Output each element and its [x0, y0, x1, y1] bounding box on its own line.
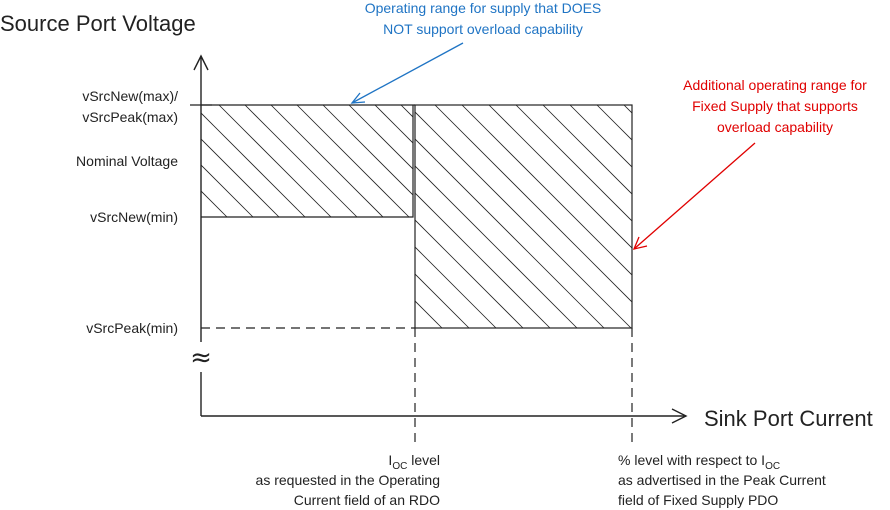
blue-arrow: [350, 42, 464, 104]
hatch-overload-region: [415, 105, 874, 328]
hatch-line: [415, 219, 524, 328]
hatch-line: [201, 112, 306, 217]
hatch-line: [488, 105, 632, 249]
hatch-line: [296, 105, 410, 217]
x-axis-arrowhead: [671, 408, 688, 424]
red-arrow: [632, 142, 756, 250]
label-vsrcnew-max: vSrcNew(max)/: [82, 88, 178, 104]
hatch-line: [374, 105, 413, 144]
hatch-line: [415, 165, 578, 328]
hatch-line: [569, 105, 632, 168]
note-overload-line2: Fixed Supply that supports: [692, 98, 858, 114]
axis-break-symbol: ≈: [190, 343, 212, 373]
peak-level-label: % level with respect to IOC: [618, 452, 780, 472]
ioc-level-description-1: as requested in the Operating: [256, 472, 440, 488]
hatch-line: [201, 164, 254, 217]
note-no-overload-line2: NOT support overload capability: [383, 21, 583, 37]
hatch-line: [542, 105, 632, 195]
note-no-overload-line1: Operating range for supply that DOES: [365, 0, 602, 16]
label-vsrcnew-min: vSrcNew(min): [90, 209, 178, 225]
label-vsrcpeak-max: vSrcPeak(max): [82, 109, 178, 125]
label-vsrcpeak-min: vSrcPeak(min): [86, 320, 178, 336]
peak-level-description-2: field of Fixed Supply PDO: [618, 492, 778, 508]
hatch-line: [427, 105, 539, 217]
overload-region-border: [414, 104, 633, 329]
hatch-line: [415, 111, 632, 328]
note-overload-line1: Additional operating range for: [683, 77, 867, 93]
hatch-line: [400, 105, 413, 118]
hatch-line: [596, 105, 632, 141]
hatch-line: [270, 105, 384, 217]
hatch-line: [623, 105, 632, 114]
hatch-line: [515, 105, 632, 222]
hatch-line: [218, 105, 332, 217]
ioc-level-label: IOC level: [388, 452, 440, 472]
hatch-line: [651, 105, 874, 328]
hatch-line: [415, 138, 605, 328]
hatch-line: [434, 105, 632, 303]
hatch-line: [322, 105, 413, 196]
ioc-level-description-2: Current field of an RDO: [294, 492, 440, 508]
peak-level-description-1: as advertised in the Peak Current: [618, 472, 826, 488]
y-axis-arrowhead: [193, 54, 209, 71]
y-axis-title: Source Port Voltage: [0, 11, 196, 36]
hatch-line: [461, 105, 632, 276]
hatch-line: [201, 138, 280, 217]
hatch-line: [415, 192, 551, 328]
hatch-line: [348, 105, 413, 170]
hatch-line: [201, 190, 228, 217]
hatch-no-overload-region: [201, 105, 539, 217]
label-nominal-voltage: Nominal Voltage: [76, 153, 178, 169]
x-axis-title: Sink Port Current: [704, 406, 873, 431]
hatch-line: [244, 105, 358, 217]
no-overload-region-border: [201, 105, 414, 218]
note-overload-line3: overload capability: [717, 119, 833, 135]
hatch-line: [415, 246, 497, 328]
hatch-line: [415, 273, 470, 328]
